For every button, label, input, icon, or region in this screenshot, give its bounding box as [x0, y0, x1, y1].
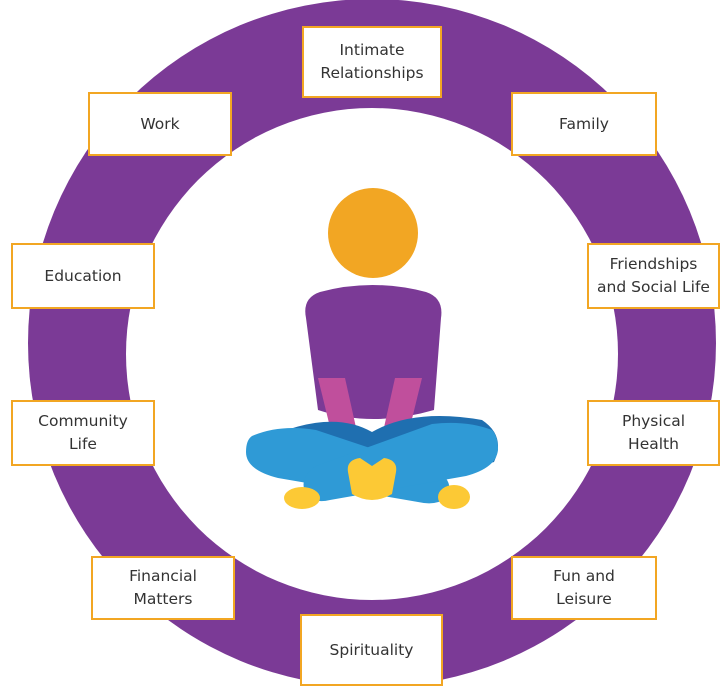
left-foot [284, 487, 320, 509]
area-education: Education [11, 243, 155, 309]
area-physical-health: Physical Health [587, 400, 720, 466]
person-sitting-cross-legged-icon [246, 188, 498, 509]
area-fun-leisure: Fun and Leisure [511, 556, 657, 620]
area-work: Work [88, 92, 232, 156]
area-family: Family [511, 92, 657, 156]
area-community-life: Community Life [11, 400, 155, 466]
area-spirituality: Spirituality [300, 614, 443, 686]
hands [347, 458, 397, 500]
head [328, 188, 418, 278]
right-foot [438, 485, 470, 509]
area-financial-matters: Financial Matters [91, 556, 235, 620]
area-intimate-relationships: Intimate Relationships [302, 26, 442, 98]
area-friendships-social-life: Friendships and Social Life [587, 243, 720, 309]
